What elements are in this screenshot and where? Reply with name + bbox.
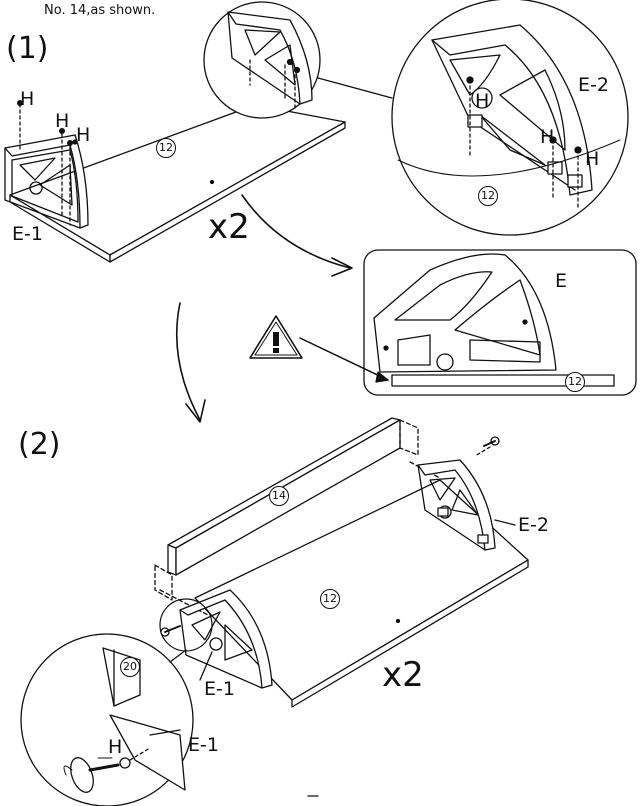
part-h-label-detail-1: H xyxy=(475,90,490,112)
part-h-label-2: H xyxy=(55,110,70,132)
bracket-e2-step2 xyxy=(417,436,516,551)
part-number-12-step1: 12 xyxy=(156,138,176,158)
part-number-14: 14 xyxy=(269,486,289,506)
part-h-label-bottom: H xyxy=(108,736,123,758)
warning-icon xyxy=(249,315,389,383)
bracket-e1-step2 xyxy=(159,589,273,689)
warning-detail-box xyxy=(363,249,637,396)
part-number-12-detail: 12 xyxy=(478,186,498,206)
quantity-x2-step2: x2 xyxy=(382,655,424,695)
part-e1-label-step1: E-1 xyxy=(12,223,43,245)
arrow-to-detail xyxy=(241,194,353,277)
detail-circle-top xyxy=(203,1,321,119)
part-number-20: 20 xyxy=(120,657,140,677)
part-number-12-step2: 12 xyxy=(320,589,340,609)
quantity-x2-step1: x2 xyxy=(208,207,250,247)
part-e1-label-bottom: E-1 xyxy=(188,734,219,756)
arrow-to-step2 xyxy=(175,302,206,423)
instruction-caption: No. 14,as shown. xyxy=(44,3,156,18)
part-number-12-warning: 12 xyxy=(565,372,585,392)
part-e-label: E xyxy=(555,270,568,292)
part-h-label-1: H xyxy=(20,88,35,110)
part-h-label-detail-2: H xyxy=(540,126,555,148)
detail-circle-right xyxy=(391,0,629,236)
step-1-label: (1) xyxy=(6,31,49,66)
h-screws-step1 xyxy=(19,103,71,226)
part-e2-label-step2: E-2 xyxy=(518,514,549,536)
step-2-label: (2) xyxy=(18,427,61,462)
part-h-label-detail-3: H xyxy=(585,148,600,170)
part-h-label-3: H xyxy=(76,124,91,146)
detail-circle-bottom xyxy=(20,633,194,806)
part-e2-label-detail: E-2 xyxy=(578,74,609,96)
part-e1-label-step2: E-1 xyxy=(204,678,235,700)
